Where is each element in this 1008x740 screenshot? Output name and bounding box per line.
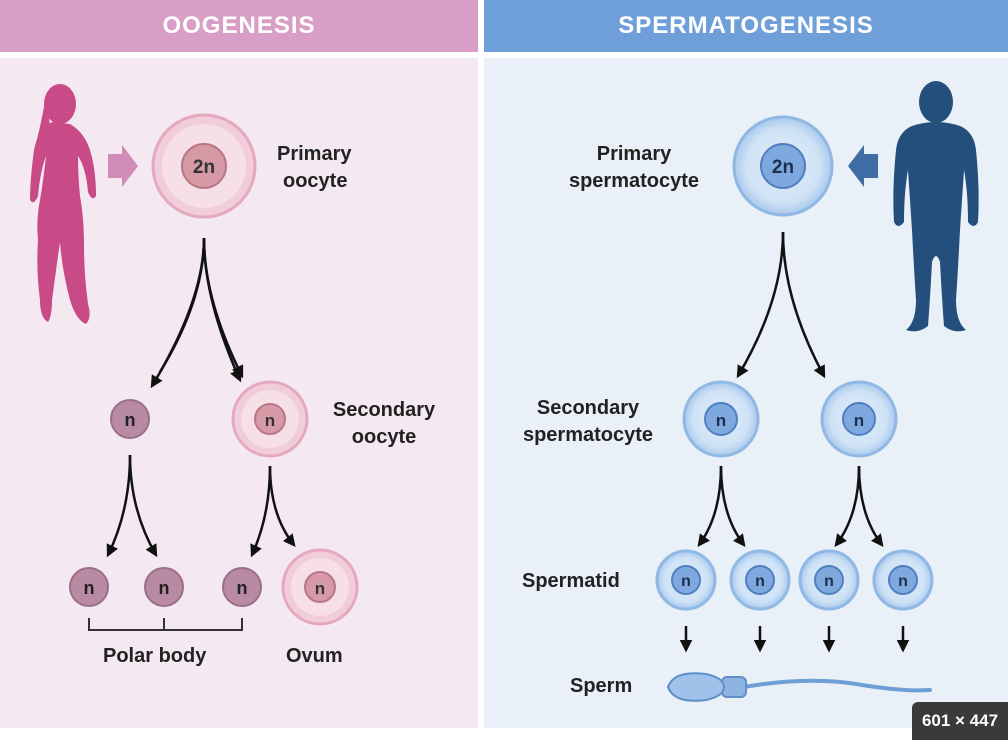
female-silhouette-icon bbox=[30, 84, 96, 324]
primary-oocyte-cell: 2n bbox=[151, 113, 257, 219]
image-size-badge: 601 × 447 bbox=[912, 702, 1008, 740]
svg-text:n: n bbox=[824, 573, 834, 590]
polar-division-arrow-left bbox=[106, 454, 132, 558]
sperm-cell-icon bbox=[666, 672, 932, 702]
spermatid-arrow bbox=[857, 465, 884, 547]
svg-text:n: n bbox=[159, 578, 170, 598]
primary-oocyte-ploidy: 2n bbox=[193, 157, 215, 178]
female-input-arrow-icon bbox=[108, 145, 138, 187]
oogenesis-diagram: 2n n n n n bbox=[30, 84, 359, 631]
svg-text:n: n bbox=[854, 411, 864, 430]
secondary-oocyte-ploidy: n bbox=[265, 411, 275, 430]
spermatid-arrow bbox=[719, 465, 746, 547]
svg-text:n: n bbox=[315, 579, 325, 598]
secondary-spermatocyte-label: Secondary spermatocyte bbox=[522, 397, 654, 446]
sperm-label: Sperm bbox=[570, 675, 633, 697]
male-input-arrow-icon bbox=[848, 145, 878, 187]
spermatogenesis-header: SPERMATOGENESIS bbox=[484, 0, 1008, 52]
spermatid-label: Spermatid bbox=[522, 570, 620, 592]
svg-text:n: n bbox=[681, 573, 691, 590]
oogenesis-header: OOGENESIS bbox=[0, 0, 478, 52]
polar-split-arrow bbox=[150, 237, 206, 389]
spermatogenesis-diagram: 2n n n n n bbox=[655, 81, 979, 702]
spermatid-cell: n bbox=[872, 549, 934, 611]
oocyte-division-arrow-left bbox=[250, 465, 272, 558]
spermatogenesis-title: SPERMATOGENESIS bbox=[618, 12, 874, 39]
spermatid-cell: n bbox=[729, 549, 791, 611]
male-silhouette-icon bbox=[893, 81, 979, 332]
secondary-oocyte-label: Secondary oocyte bbox=[332, 399, 436, 448]
svg-text:n: n bbox=[237, 578, 248, 598]
polar-body-bracket bbox=[88, 618, 243, 631]
svg-text:n: n bbox=[755, 573, 765, 590]
polar-division-arrow-right bbox=[128, 454, 158, 558]
first-polar-body-cell: n bbox=[110, 399, 150, 439]
spermatocyte-split-arrow-right bbox=[781, 231, 826, 379]
secondary-split-arrow bbox=[202, 237, 242, 383]
spermatid-arrow bbox=[834, 465, 861, 547]
spermatid-cell: n bbox=[798, 549, 860, 611]
polar-body-cell: n bbox=[69, 567, 109, 607]
secondary-spermatocyte-cell: n bbox=[820, 380, 898, 458]
primary-spermatocyte-label: Primary spermatocyte bbox=[568, 143, 700, 192]
primary-spermatocyte-ploidy: 2n bbox=[772, 157, 794, 178]
oogenesis-title: OOGENESIS bbox=[162, 12, 316, 39]
svg-text:n: n bbox=[716, 411, 726, 430]
ovum-label: Ovum bbox=[286, 645, 343, 667]
polar-body-cell: n bbox=[222, 567, 262, 607]
spermatid-cell: n bbox=[655, 549, 717, 611]
svg-text:n: n bbox=[898, 573, 908, 590]
spermatocyte-split-arrow-left bbox=[736, 231, 785, 379]
polar-body-label: Polar body bbox=[103, 645, 207, 667]
oogenesis-panel: OOGENESIS 2n n bbox=[0, 0, 478, 728]
svg-text:n: n bbox=[84, 578, 95, 598]
polar-body-cell: n bbox=[144, 567, 184, 607]
secondary-spermatocyte-cell: n bbox=[682, 380, 760, 458]
primary-spermatocyte-cell: 2n bbox=[732, 115, 834, 217]
ovum-cell: n bbox=[281, 548, 359, 626]
oocyte-division-arrow-right bbox=[268, 465, 296, 547]
secondary-oocyte-cell: n bbox=[231, 380, 309, 458]
spermatogenesis-panel: SPERMATOGENESIS 2n bbox=[484, 0, 1008, 728]
first-polar-body-ploidy: n bbox=[125, 410, 136, 430]
primary-oocyte-label: Primary oocyte bbox=[277, 143, 352, 192]
spermatid-arrow bbox=[697, 465, 723, 548]
